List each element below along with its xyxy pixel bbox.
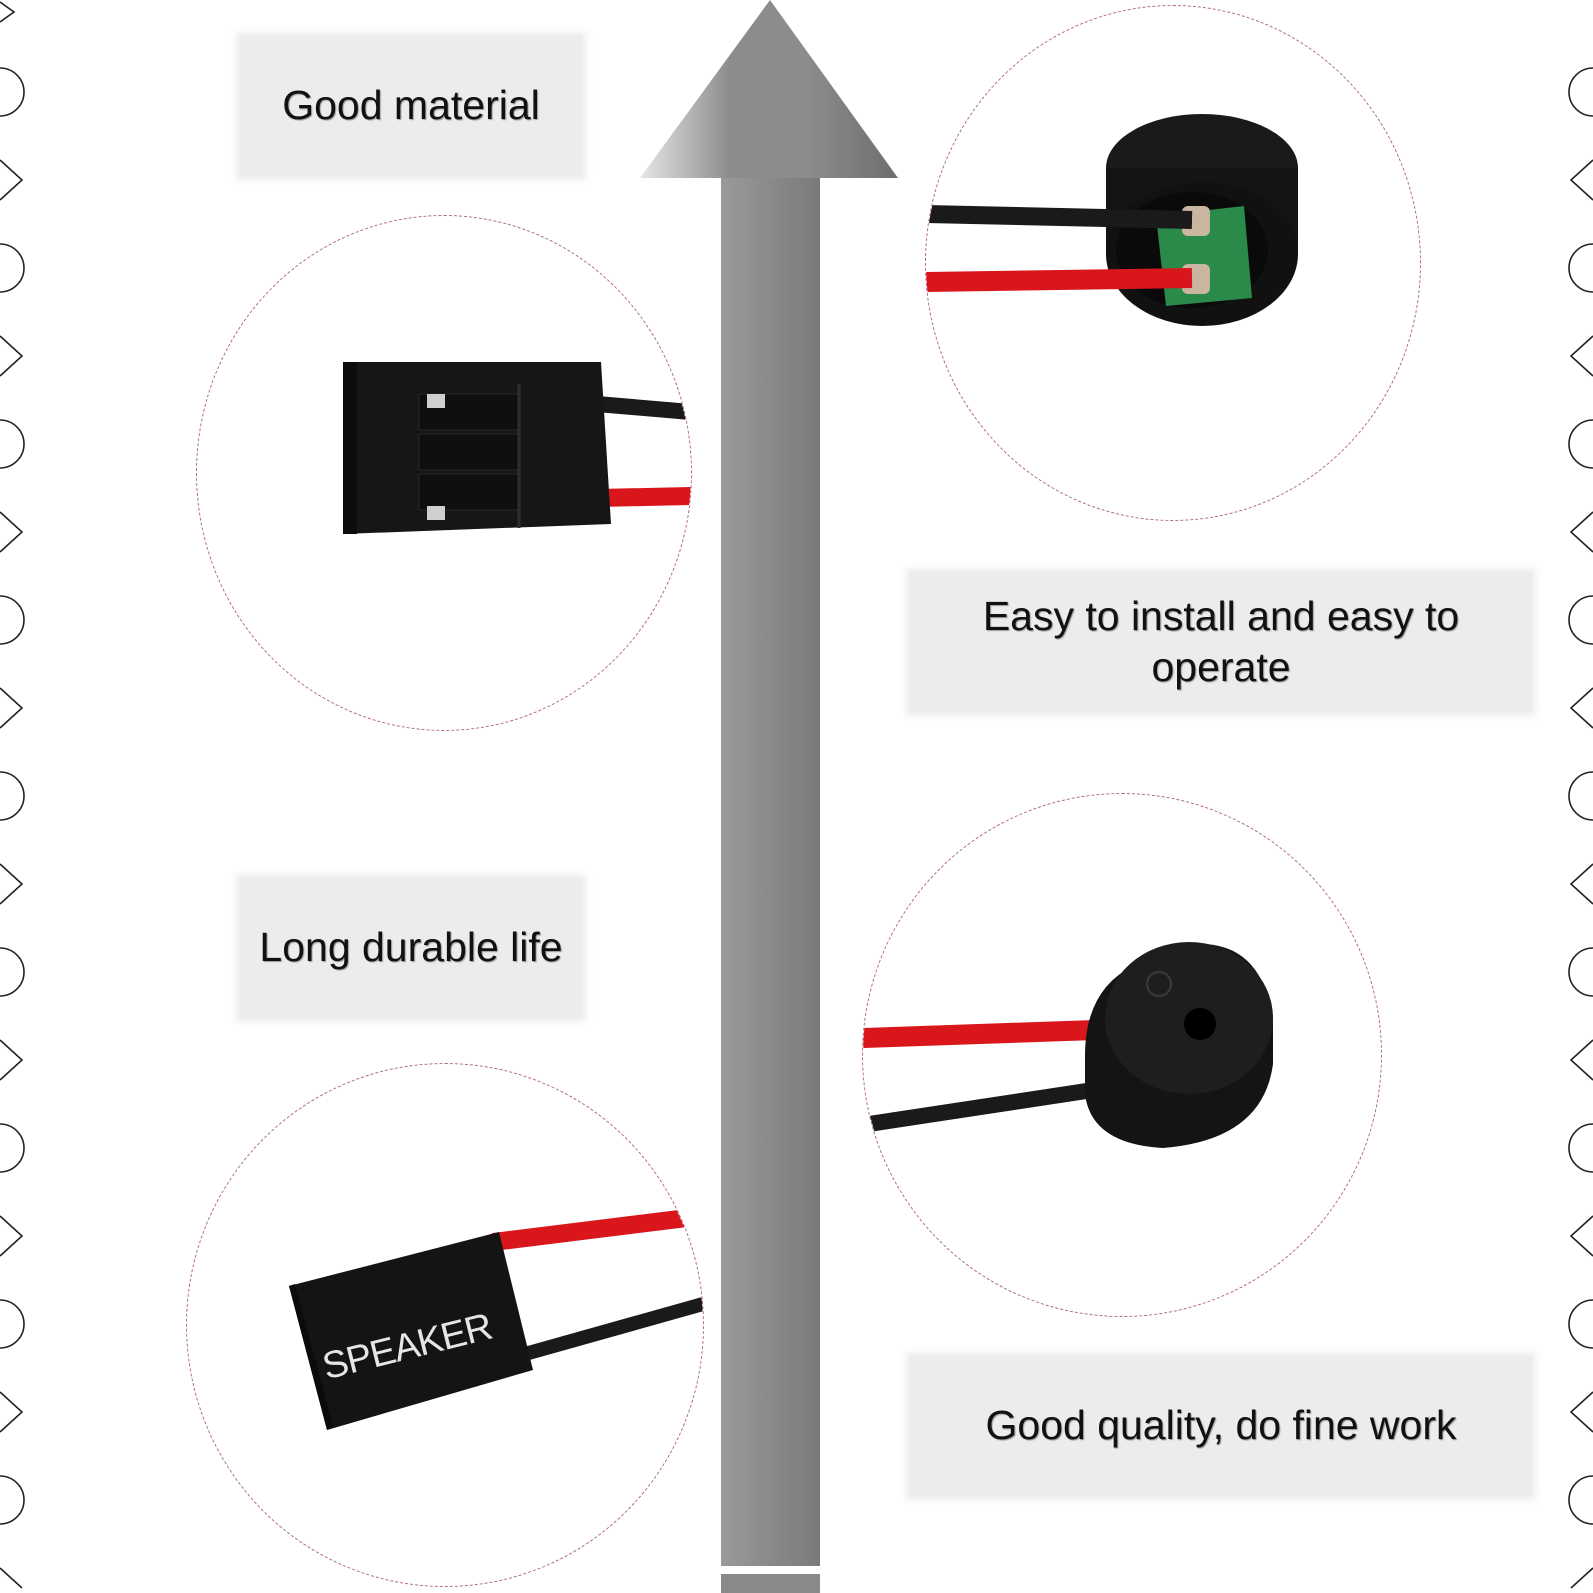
stamp-edge-right — [1568, 67, 1593, 1589]
connector-photo-circle — [196, 215, 692, 731]
speaker-connector-photo-circle: SPEAKER — [186, 1063, 704, 1587]
buzzer-bottom-photo-circle — [925, 5, 1421, 521]
feature-label-text: Good material — [282, 82, 540, 129]
feature-label-long-life: Long durable life — [240, 878, 582, 1018]
feature-label-good-material: Good material — [240, 36, 582, 176]
feature-label-easy-install: Easy to install and easy to operate — [910, 572, 1532, 712]
buzzer-side-illustration — [863, 942, 1273, 1148]
stamp-edge-left — [0, 1, 25, 1589]
feature-label-good-quality: Good quality, do fine work — [910, 1356, 1532, 1496]
header-connector-illustration — [343, 362, 691, 534]
buzzer-side-photo-circle — [862, 793, 1382, 1317]
feature-label-text: Long durable life — [259, 924, 563, 971]
feature-label-text: Good quality, do fine work — [985, 1402, 1457, 1449]
buzzer-bottom-illustration — [926, 114, 1298, 326]
feature-label-text: Easy to install and easy to operate — [982, 592, 1460, 690]
up-arrow-icon — [640, 0, 898, 1593]
speaker-connector-illustration — [289, 1207, 703, 1430]
